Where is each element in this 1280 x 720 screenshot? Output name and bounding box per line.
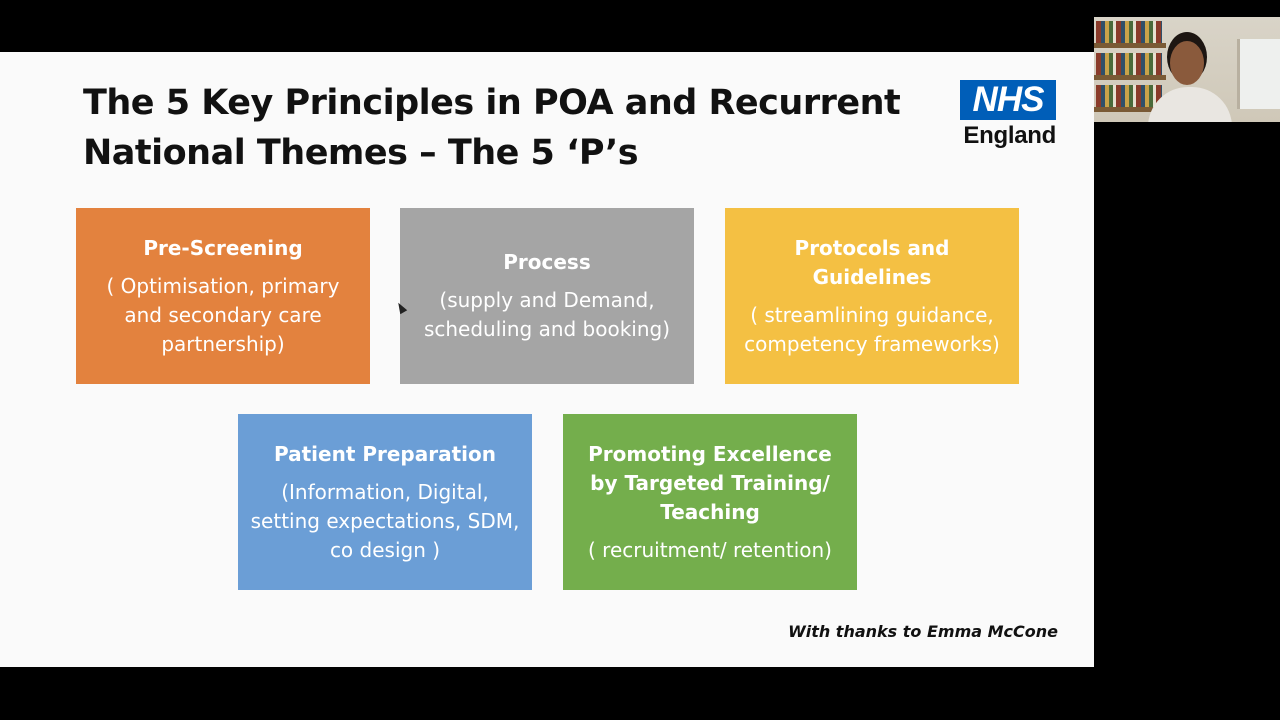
principle-box-process: Process (supply and Demand, scheduling a… bbox=[400, 208, 694, 384]
principle-heading: Process bbox=[503, 250, 591, 274]
principle-box-pre-screening: Pre-Screening ( Optimisation, primary an… bbox=[76, 208, 370, 384]
bookshelf-books bbox=[1096, 85, 1162, 107]
principle-heading: Promoting Excellence by Targeted Trainin… bbox=[588, 441, 832, 524]
principle-detail: ( streamlining guidance, competency fram… bbox=[744, 302, 1000, 356]
nhs-logo-badge: NHS bbox=[960, 80, 1056, 120]
slide-title: The 5 Key Principles in POA and Recurren… bbox=[83, 83, 901, 173]
bookshelf-books bbox=[1096, 21, 1162, 43]
principle-box-promoting-excellence: Promoting Excellence by Targeted Trainin… bbox=[563, 414, 857, 590]
bookshelf-shelf bbox=[1094, 75, 1166, 80]
principle-detail: (supply and Demand, scheduling and booki… bbox=[423, 288, 671, 341]
bookshelf-books bbox=[1096, 53, 1162, 75]
principle-box-protocols: Protocols and Guidelines ( streamlining … bbox=[725, 208, 1019, 384]
principle-detail: (Information, Digital, setting expectati… bbox=[250, 479, 520, 562]
nhs-england-logo: NHS England bbox=[956, 80, 1056, 152]
principle-box-patient-preparation: Patient Preparation (Information, Digita… bbox=[238, 414, 532, 590]
participant-head bbox=[1170, 41, 1204, 85]
bookshelf-shelf bbox=[1094, 107, 1166, 112]
bookshelf-shelf bbox=[1094, 43, 1166, 48]
principle-heading: Pre-Screening bbox=[143, 235, 303, 260]
participant-video-thumbnail[interactable] bbox=[1094, 17, 1280, 122]
principle-detail: ( Optimisation, primary and secondary ca… bbox=[106, 273, 340, 356]
principle-detail: ( recruitment/ retention) bbox=[588, 537, 832, 562]
background-window bbox=[1237, 39, 1280, 109]
principle-heading: Protocols and Guidelines bbox=[794, 235, 950, 289]
slide-credit: With thanks to Emma McCone bbox=[788, 622, 1058, 641]
presentation-slide: The 5 Key Principles in POA and Recurren… bbox=[0, 52, 1094, 667]
nhs-logo-region: England bbox=[963, 122, 1056, 149]
principle-heading: Patient Preparation bbox=[273, 441, 496, 466]
